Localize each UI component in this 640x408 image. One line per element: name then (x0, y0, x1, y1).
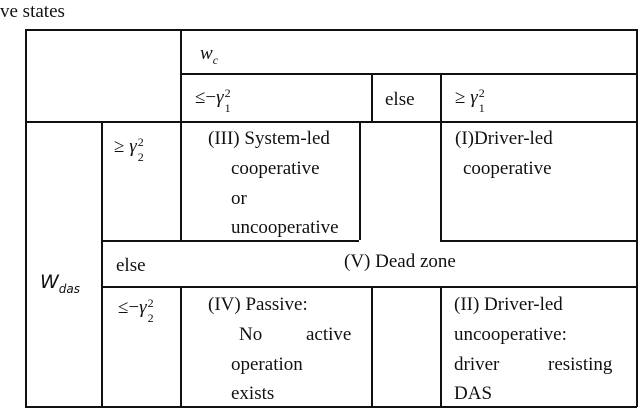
rule-ii-left (440, 286, 442, 407)
rule-header-2 (25, 121, 637, 123)
rule-col1-left-lower (180, 121, 182, 240)
rule-header-1 (180, 73, 637, 75)
row-header-wdas: Wdas (40, 271, 81, 296)
cell-ii-line4: DAS (454, 383, 493, 404)
header-col-else: else (385, 89, 415, 110)
rule-bottom (25, 406, 637, 408)
rule-iv-right (371, 286, 373, 407)
cell-iv-line3: operation (231, 354, 303, 375)
cell-iii-line4: uncooperative (231, 217, 339, 238)
caption-fragment: ve states (0, 1, 65, 22)
rule-iii-right (359, 121, 361, 240)
cell-iii-line2: cooperative (231, 158, 320, 179)
rule-else-top (101, 240, 359, 242)
cell-ii-line3b: resisting (548, 354, 613, 375)
cell-iii-line3: or (231, 188, 247, 209)
rule-i-left (440, 121, 442, 240)
cell-iv-line2b: active (306, 324, 352, 345)
rule-right (636, 29, 638, 407)
row-header-else: else (116, 255, 146, 276)
cell-v: (V) Dead zone (344, 251, 456, 272)
rule-col1-left-bottom (180, 286, 182, 407)
cell-i-line1: (I)Driver-led (455, 128, 553, 149)
cell-iv-line1: (IV) Passive: (208, 294, 308, 315)
cell-iv-line2a: No (239, 324, 263, 345)
rule-else-right-header (440, 73, 442, 121)
cell-ii-line3a: driver (454, 354, 500, 375)
rule-neg-right-header (371, 73, 373, 121)
rule-left (25, 29, 27, 407)
rule-i-bottom (440, 240, 637, 242)
cell-ii-line1: (II) Driver-led (454, 294, 563, 315)
cell-i-line2: cooperative (463, 158, 552, 179)
cell-iii-line1: (III) System-led (208, 128, 330, 149)
rule-top (25, 29, 637, 31)
header-wc: wc (200, 43, 219, 68)
rule-wdas-right (101, 121, 103, 407)
rule-col1-left (180, 29, 182, 121)
cell-iv-line4: exists (231, 383, 275, 404)
cell-ii-line2: uncooperative: (454, 324, 567, 345)
rule-else-bottom (101, 286, 637, 288)
